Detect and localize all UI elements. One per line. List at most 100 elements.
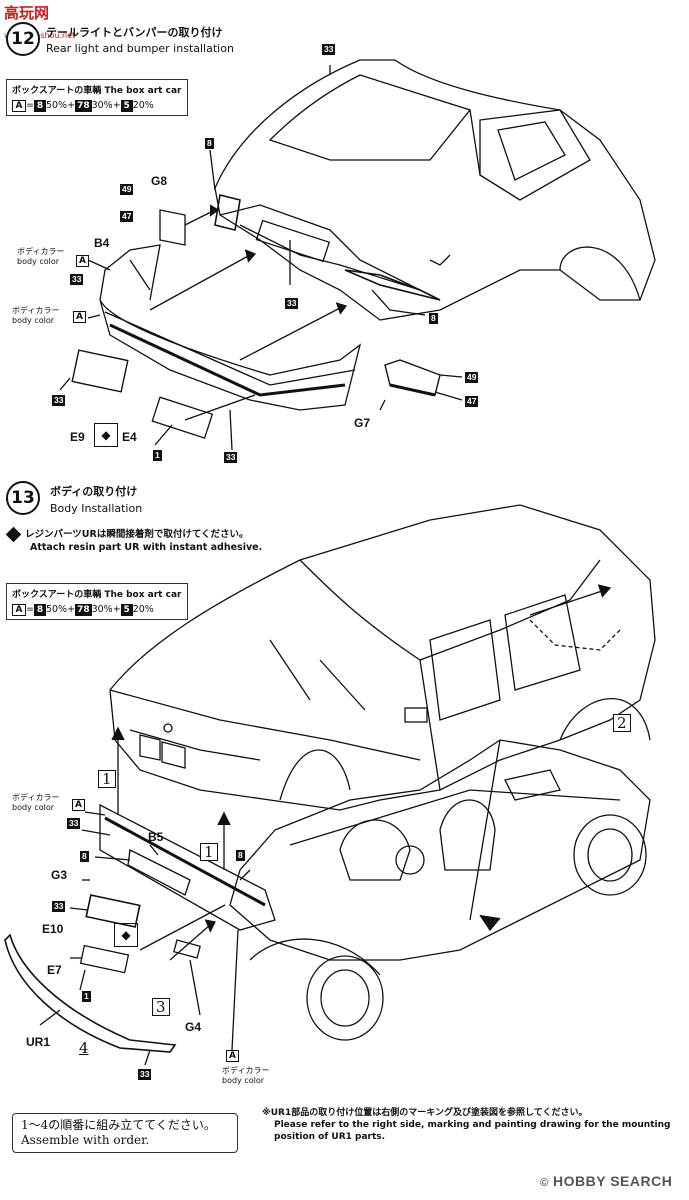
eq-13: =: [26, 604, 34, 615]
body-color-en-2: body color: [12, 316, 55, 325]
order-note-en: Assemble with order.: [21, 1133, 150, 1147]
body-color-en-13a: body color: [12, 803, 55, 812]
callout-8-top: 8: [205, 138, 214, 149]
watermark-hobby-search: © HOBBY SEARCH: [540, 1173, 672, 1189]
step-13-badge: 13: [6, 481, 40, 515]
order-note-jp: 1～4の順番に組み立ててください。: [21, 1118, 216, 1132]
pct-2: 30%: [91, 100, 113, 111]
swap-icon-2: ◆: [114, 923, 138, 947]
body-color-jp-13a: ボディカラー: [12, 793, 60, 802]
callout-49-right: 49: [465, 372, 479, 383]
part-g3: G3: [51, 868, 68, 882]
color-code-a-13: A: [12, 604, 26, 616]
body-color-jp-2: ボディカラー: [12, 306, 60, 315]
part-g8: G8: [151, 174, 168, 188]
pct-3: 20%: [132, 100, 154, 111]
step-13-title-jp: ボディの取り付け: [50, 485, 138, 498]
callout-47-left: 47: [120, 211, 134, 222]
callout-8-13a: 8: [80, 851, 89, 862]
callout-a-13: A: [72, 799, 85, 811]
step-12-number: 12: [11, 29, 35, 49]
part-e10: E10: [42, 922, 64, 936]
callout-1-plate: 1: [153, 450, 162, 461]
callout-a-13b: A: [226, 1050, 239, 1062]
body-color-note-13b: ボディカラー body color: [222, 1066, 269, 1086]
order-marker-4: 4: [76, 1040, 92, 1056]
body-color-note-13a: ボディカラー body color: [12, 793, 59, 813]
pct-1-13: 50%: [45, 604, 68, 615]
callout-33-mid: 33: [285, 298, 299, 309]
color-box-heading-13: ボックスアートの車輌 The box art car: [12, 590, 182, 600]
swap-icon-1: ◆: [94, 423, 118, 447]
plus-2: +: [112, 100, 121, 111]
resin-note-en: Attach resin part UR with instant adhesi…: [30, 542, 263, 553]
body-color-en-13b: body color: [222, 1076, 265, 1085]
body-color-jp: ボディカラー: [17, 247, 65, 256]
step-13-body-assembly-drawing: [4, 504, 656, 1066]
order-marker-1a: 1: [98, 770, 116, 788]
part-b4: B4: [94, 236, 110, 250]
callout-33-13a: 33: [67, 818, 81, 829]
watermark-hobby-search-text: HOBBY SEARCH: [553, 1173, 673, 1189]
ur1-note-jp: ※UR1部品の取り付け位置は右側のマーキング及び塗装図を参照してください。: [262, 1108, 588, 1118]
callout-33-bottom: 33: [224, 452, 238, 463]
order-marker-1b: 1: [200, 843, 218, 861]
eq: =: [26, 100, 34, 111]
pct-3-13: 20%: [132, 604, 154, 615]
part-g4: G4: [185, 1020, 202, 1034]
callout-33-13c: 33: [138, 1069, 152, 1080]
part-b5: B5: [148, 830, 164, 844]
order-marker-3: 3: [152, 998, 170, 1016]
callout-47-right: 47: [465, 396, 479, 407]
callout-a-2: A: [73, 311, 86, 323]
step-12-rear-car-drawing: [59, 59, 656, 451]
order-marker-2: 2: [613, 714, 631, 732]
callout-8-13b: 8: [236, 850, 245, 861]
part-e7: E7: [47, 963, 62, 977]
plus-2-13: +: [112, 604, 121, 615]
step-12-badge: 12: [6, 22, 40, 56]
callout-8-right: 8: [429, 313, 438, 324]
watermark-site-cn: 高玩网: [4, 4, 50, 22]
color-code-8: 8: [33, 100, 46, 112]
copyright-icon: ©: [540, 1177, 549, 1189]
part-e4: E4: [122, 430, 137, 444]
callout-1-13: 1: [82, 991, 91, 1002]
part-e9: E9: [70, 430, 85, 444]
step-12-title: テールライトとバンパーの取り付け Rear light and bumper i…: [46, 24, 234, 55]
pct-2-13: 30%: [91, 604, 113, 615]
part-g7: G7: [354, 416, 371, 430]
plus-1: +: [67, 100, 76, 111]
ur1-note-en-1: Please refer to the right side, marking …: [274, 1120, 671, 1130]
step-13-number: 13: [11, 488, 35, 508]
color-code-8-13: 8: [33, 604, 46, 616]
color-code-78: 78: [75, 100, 92, 112]
ur1-position-note: ※UR1部品の取り付け位置は右側のマーキング及び塗装図を参照してください。 Pl…: [262, 1107, 682, 1143]
callout-a-1: A: [76, 255, 89, 267]
body-color-note-2: ボディカラー body color: [12, 306, 59, 326]
color-code-5-13: 5: [120, 604, 133, 616]
resin-note-jp: レジンパーツURは瞬間接着剤で取付けてください。: [25, 529, 249, 540]
body-color-en: body color: [17, 257, 60, 266]
pct-1: 50%: [45, 100, 68, 111]
body-color-jp-13b: ボディカラー: [222, 1066, 270, 1075]
ur1-note-en-2: position of UR1 parts.: [274, 1132, 386, 1142]
callout-49-left: 49: [120, 184, 134, 195]
plus-1-13: +: [67, 604, 76, 615]
step-12-title-jp: テールライトとバンパーの取り付け: [46, 26, 223, 39]
color-box-heading: ボックスアートの車輌 The box art car: [12, 86, 182, 96]
body-color-note-1: ボディカラー body color: [17, 247, 64, 267]
color-code-a: A: [12, 100, 26, 112]
step-13-title: ボディの取り付け Body Installation: [50, 483, 142, 515]
callout-33-13b: 33: [52, 901, 66, 912]
callout-33-top: 33: [322, 44, 336, 55]
step-12-title-en: Rear light and bumper installation: [46, 42, 234, 55]
resin-note: レジンパーツURは瞬間接着剤で取付けてください。 Attach resin pa…: [5, 526, 263, 554]
callout-33-bumper: 33: [70, 274, 84, 285]
color-code-5: 5: [120, 100, 133, 112]
color-code-78-13: 78: [75, 604, 92, 616]
